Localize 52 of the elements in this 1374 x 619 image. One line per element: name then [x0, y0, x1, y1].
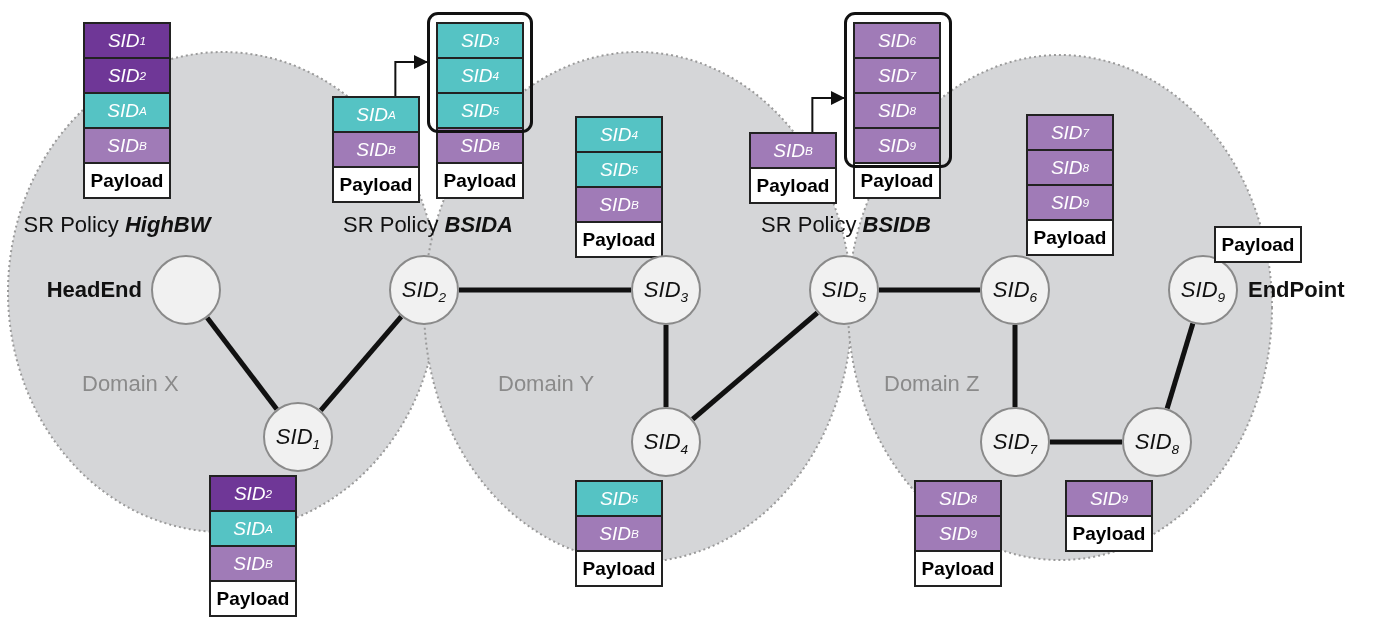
- payload-cell: Payload: [85, 164, 169, 197]
- packet-stack: [575, 480, 663, 587]
- router-label: SID$_{9}$: [1180, 277, 1226, 303]
- link-line: [1050, 439, 1122, 445]
- payload-cell: Payload: [1216, 228, 1300, 261]
- payload-cell: Payload: [916, 552, 1000, 585]
- payload-cell: Payload: [1028, 221, 1112, 254]
- packet-stack: [83, 22, 171, 199]
- link-line: [205, 316, 279, 411]
- payload-cell: Payload: [855, 164, 939, 197]
- link-line: [1164, 322, 1196, 410]
- payload-cell: Payload: [1067, 517, 1151, 550]
- node-name: EndPoint: [1248, 277, 1345, 303]
- router-label: SID$_{6}$: [992, 277, 1038, 303]
- packet-stack: [1065, 480, 1153, 552]
- domain-label: Domain Y: [498, 371, 595, 397]
- router-label: SID$_{4}$: [643, 429, 689, 455]
- payload-cell: Payload: [211, 582, 295, 615]
- packet-stack: [914, 480, 1002, 587]
- policy-label: SR Policy BSIDA: [343, 212, 513, 238]
- policy-label: SR Policy HighBW: [23, 212, 211, 238]
- router-label: SID$_{1}$: [275, 424, 321, 450]
- link-line: [459, 287, 631, 293]
- link-line: [879, 287, 980, 293]
- policy-label: SR Policy BSIDB: [761, 212, 931, 238]
- arrow: [394, 55, 428, 99]
- router-label: SID$_{3}$: [643, 277, 689, 303]
- packet-stack: [749, 132, 837, 204]
- link-line: [1012, 325, 1018, 407]
- packet-stack: [436, 22, 524, 199]
- packet-stack: [853, 22, 941, 199]
- domain-label: Domain X: [82, 371, 179, 397]
- arrow: [811, 91, 845, 135]
- link-line: [318, 314, 404, 413]
- payload-cell: Payload: [438, 164, 522, 197]
- node-name: HeadEnd: [46, 277, 142, 303]
- link-line: [691, 310, 819, 422]
- payload-cell: Payload: [577, 552, 661, 585]
- payload-cell: Payload: [751, 169, 835, 202]
- domain-label: Domain Z: [884, 371, 980, 397]
- packet-stack: [1026, 114, 1114, 256]
- payload-cell: Payload: [577, 223, 661, 256]
- router-label: SID$_{8}$: [1134, 429, 1180, 455]
- router-label: SID$_{5}$: [821, 277, 867, 303]
- highlight-frame: [844, 12, 952, 168]
- router-label: SID$_{7}$: [992, 429, 1038, 455]
- router-label: SID$_{2}$: [401, 277, 447, 303]
- packet-stack: [332, 96, 420, 203]
- packet-stack: [575, 116, 663, 258]
- packet-stack: [209, 475, 297, 617]
- link-line: [663, 325, 669, 407]
- payload-cell: Payload: [334, 168, 418, 201]
